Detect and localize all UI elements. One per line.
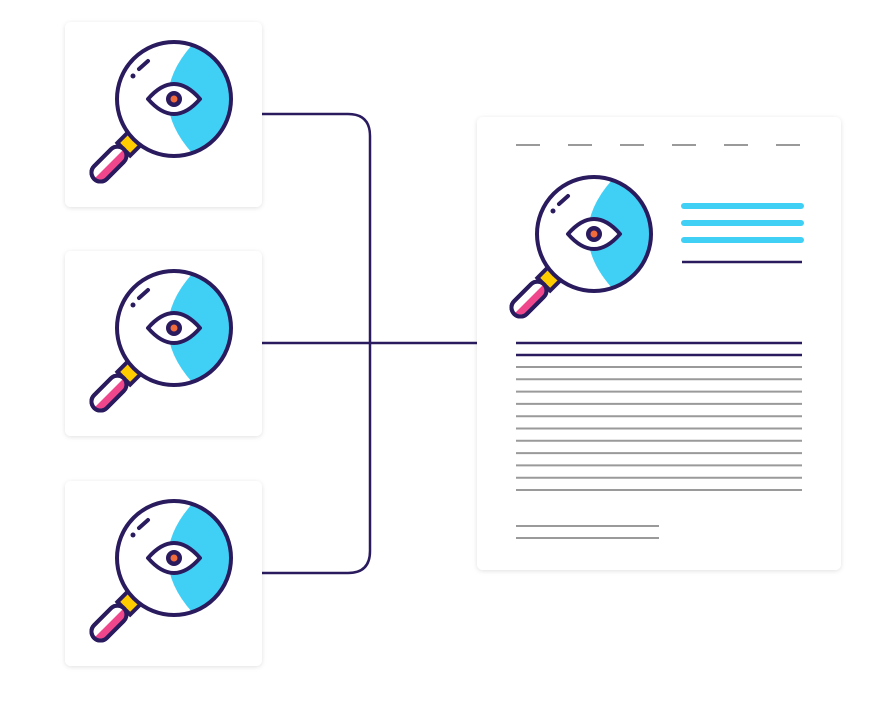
document-title-lines xyxy=(681,203,804,243)
document-card xyxy=(477,117,841,570)
source-card-3 xyxy=(65,481,262,666)
source-card-1 xyxy=(65,22,262,207)
document-body-lines xyxy=(516,366,802,491)
source-card-2 xyxy=(65,251,262,436)
document-footer-lines xyxy=(516,525,659,539)
connector-lines xyxy=(262,112,477,575)
document-heading-lines xyxy=(516,341,802,357)
